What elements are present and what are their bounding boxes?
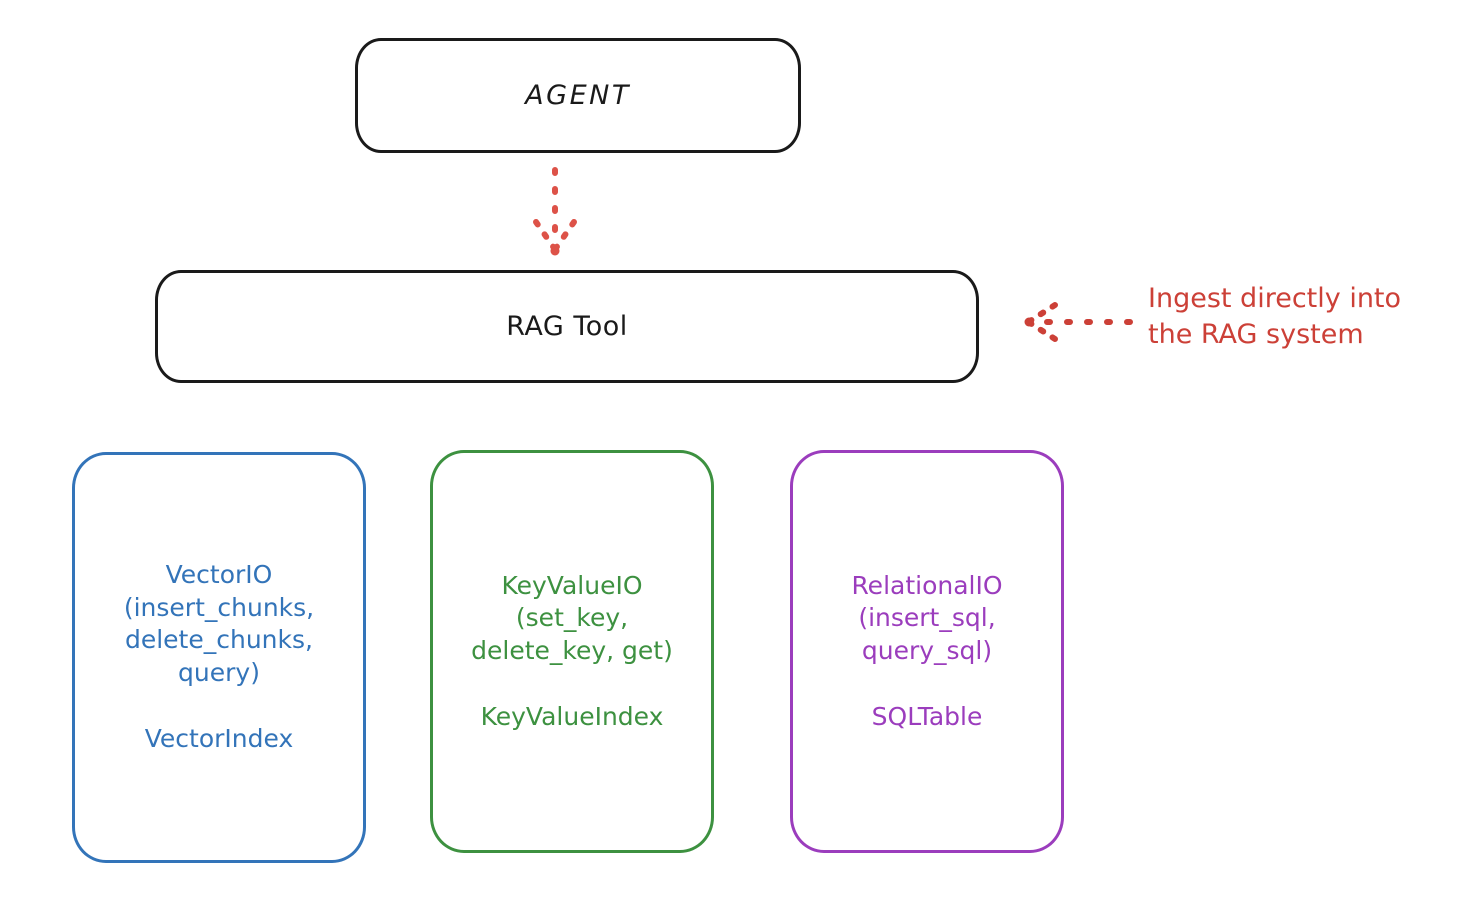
node-agent[interactable]: AGENT: [355, 38, 801, 153]
annotation-ingest-note: Ingest directly into the RAG system: [1148, 283, 1402, 350]
connector-note-to-rag-tool: [1024, 302, 1133, 342]
node-rag-tool[interactable]: RAG Tool: [155, 270, 979, 383]
connector-agent-to-rag-tool: [533, 167, 577, 256]
node-relational-io[interactable]: RelationalIO (insert_sql, query_sql) SQL…: [790, 450, 1064, 853]
node-key-value-io[interactable]: KeyValueIO (set_key, delete_key, get) Ke…: [430, 450, 714, 853]
node-vector-io-index-label: VectorIndex: [144, 724, 294, 754]
node-vector-io[interactable]: VectorIO (insert_chunks, delete_chunks, …: [72, 452, 366, 863]
node-key-value-io-index-label: KeyValueIndex: [480, 702, 664, 731]
node-vector-io-api-label: VectorIO (insert_chunks, delete_chunks, …: [123, 560, 315, 687]
node-relational-io-api-label: RelationalIO (insert_sql, query_sql): [851, 570, 1003, 665]
node-relational-io-index-label: SQLTable: [871, 702, 983, 731]
node-key-value-io-api-label: KeyValueIO (set_key, delete_key, get): [471, 570, 673, 665]
node-agent-label: AGENT: [525, 80, 631, 111]
node-rag-tool-label: RAG Tool: [506, 311, 628, 342]
